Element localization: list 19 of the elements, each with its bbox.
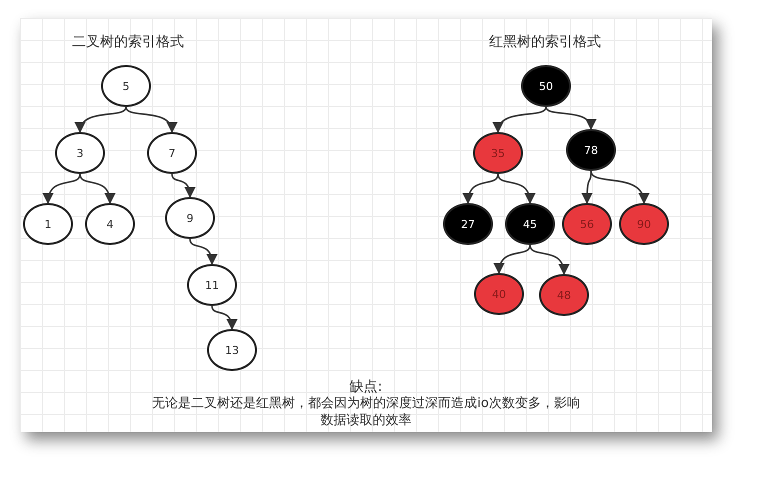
arrow <box>494 106 547 134</box>
tree-heading: 二叉树的索引格式 <box>71 33 185 52</box>
arrow <box>463 174 499 204</box>
arrow <box>189 238 217 266</box>
arrow <box>125 106 176 134</box>
arrow <box>211 306 237 330</box>
arrow <box>529 244 569 276</box>
arrow <box>497 174 535 204</box>
tree-heading: 红黑树的索引格式 <box>488 33 602 52</box>
arrow <box>43 174 81 204</box>
arrow <box>171 174 195 198</box>
arrow <box>590 170 648 204</box>
arrow <box>582 170 593 204</box>
arrow <box>545 106 595 130</box>
arrow <box>79 174 115 204</box>
note-heading: 缺点: <box>348 378 384 396</box>
note-text: 无论是二叉树还是红黑树，都会因为树的深度过深而造成io次数变多，影响数据读取的效率 <box>151 396 581 430</box>
arrow <box>494 244 531 274</box>
arrow <box>76 106 127 134</box>
